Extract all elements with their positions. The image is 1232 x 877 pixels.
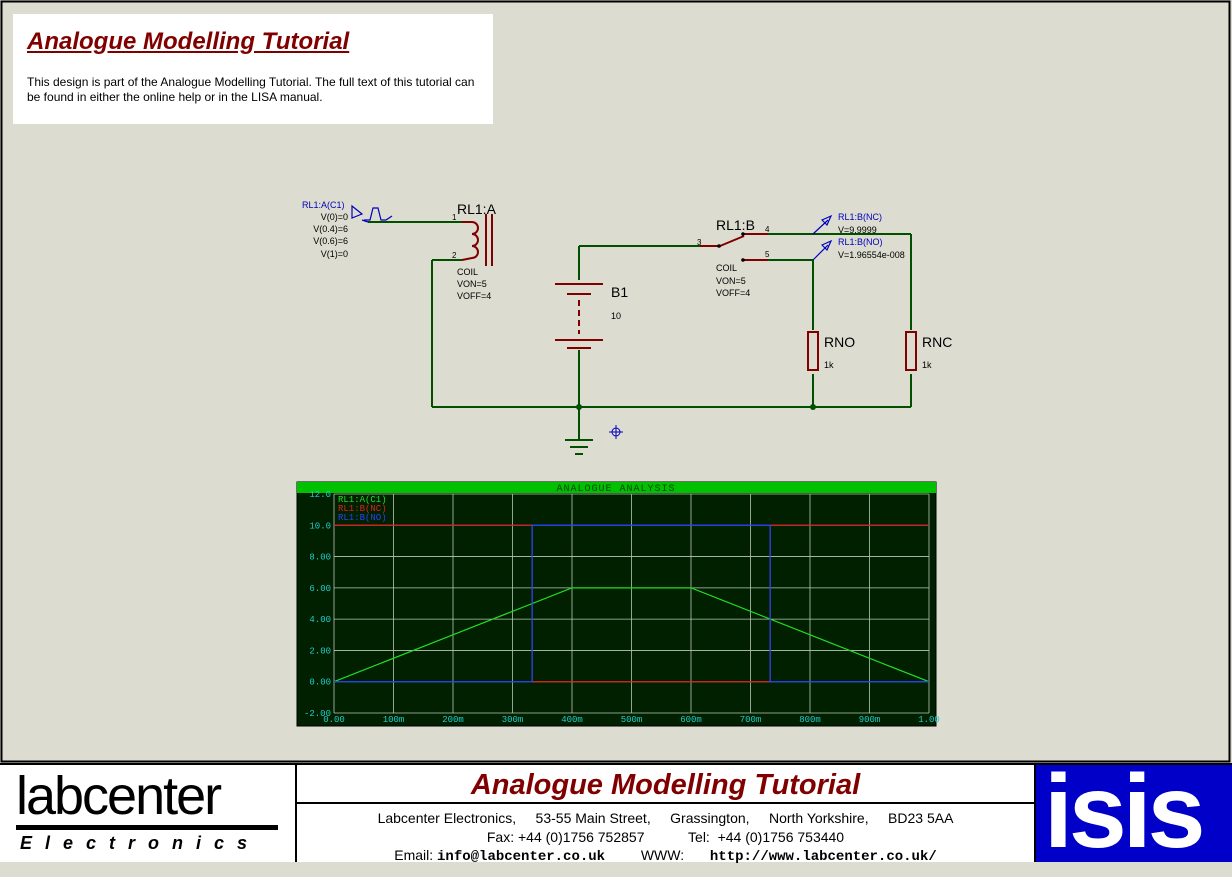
address-text: Labcenter Electronics, 53-55 Main Street… bbox=[377, 810, 954, 826]
resistor-rno[interactable] bbox=[807, 331, 819, 371]
company-address: Labcenter Electronics, 53-55 Main Street… bbox=[297, 810, 1034, 826]
coil-param: COIL bbox=[457, 267, 478, 277]
tutorial-note: Analogue Modelling Tutorial This design … bbox=[13, 14, 493, 124]
isis-logo-word: isis bbox=[1044, 754, 1205, 870]
switch-param: VOFF=4 bbox=[716, 288, 750, 298]
series-line bbox=[334, 524, 929, 683]
logo-bar bbox=[16, 825, 278, 830]
email-label: Email: bbox=[394, 847, 434, 863]
note-body: This design is part of the Analogue Mode… bbox=[27, 75, 475, 104]
generator-symbol[interactable] bbox=[351, 204, 393, 223]
analogue-analysis-graph[interactable]: ANALOGUE ANALYSIS 0.00 100m 200m 300m 400m 50… bbox=[296, 481, 940, 727]
x-tick-label: 300m bbox=[502, 715, 524, 725]
relay-switch-symbol[interactable] bbox=[700, 233, 768, 261]
company-phone: Fax: +44 (0)1756 752857 Tel: +44 (0)1756… bbox=[297, 829, 1034, 845]
labcenter-logo: labcenter Electronics bbox=[0, 765, 297, 862]
x-tick-label: 400m bbox=[561, 715, 583, 725]
y-tick-label: 10.0 bbox=[309, 521, 331, 531]
x-tick-label: 200m bbox=[442, 715, 464, 725]
switch-pin-4: 4 bbox=[765, 225, 770, 234]
ground-symbol bbox=[565, 439, 593, 455]
x-tick-label: 800m bbox=[799, 715, 821, 725]
y-tick-label: 12.0 bbox=[309, 490, 331, 500]
y-tick-label: 8.00 bbox=[309, 553, 331, 563]
generator-param: V(1)=0 bbox=[321, 249, 348, 259]
y-tick-label: -2.00 bbox=[304, 709, 331, 719]
title-block: labcenter Electronics Analogue Modelling… bbox=[0, 754, 1232, 870]
generator-param: V(0.4)=6 bbox=[313, 224, 348, 234]
x-tick-label: 100m bbox=[383, 715, 405, 725]
fax-text: Fax: +44 (0)1756 752857 bbox=[486, 829, 645, 845]
battery-value: 10 bbox=[611, 311, 621, 321]
graph-background bbox=[296, 481, 937, 727]
legend-entry: RL1:A(C1) bbox=[338, 495, 387, 505]
x-tick-label: 1.00 bbox=[918, 715, 940, 725]
rno-ref: RNO bbox=[824, 334, 855, 350]
y-tick-label: 0.00 bbox=[309, 678, 331, 688]
junction-dot bbox=[810, 404, 816, 410]
isis-logo: isis bbox=[1034, 754, 1232, 870]
divider bbox=[297, 802, 1034, 804]
battery-ref: B1 bbox=[611, 284, 628, 300]
voltage-probe-icon[interactable] bbox=[812, 239, 833, 261]
switch-param: COIL bbox=[716, 263, 737, 273]
switch-pin-5: 5 bbox=[765, 250, 770, 259]
y-tick-label: 2.00 bbox=[309, 646, 331, 656]
title-block-main: Analogue Modelling Tutorial Labcenter El… bbox=[297, 765, 1034, 865]
labcenter-logo-word: labcenter bbox=[16, 766, 222, 826]
company-web: Email: info@labcenter.co.uk WWW: http://… bbox=[297, 847, 1034, 865]
graph-header bbox=[297, 482, 936, 493]
probe-nc-value: V=9.9999 bbox=[838, 225, 877, 235]
www-label: WWW: bbox=[640, 847, 685, 863]
switch-contact bbox=[741, 232, 745, 236]
x-tick-label: 600m bbox=[680, 715, 702, 725]
series-line bbox=[333, 587, 930, 683]
y-tick-label: 6.00 bbox=[309, 584, 331, 594]
wires bbox=[368, 221, 912, 440]
resistor-rnc[interactable] bbox=[905, 331, 917, 371]
series-line bbox=[334, 524, 929, 683]
crosshair-icon bbox=[609, 425, 623, 439]
schematic-canvas: RL1:A(C1) V(0)=0 V(0.4)=6 V(0.6)=6 V(1)=… bbox=[0, 0, 1231, 763]
battery-symbol[interactable] bbox=[555, 283, 603, 349]
coil-param: VON=5 bbox=[457, 279, 487, 289]
relay-switch-ref: RL1:B bbox=[716, 217, 755, 233]
generator-param: V(0)=0 bbox=[321, 212, 348, 222]
x-tick-label: 500m bbox=[621, 715, 643, 725]
labcenter-logo-sub: Electronics bbox=[20, 833, 261, 853]
note-title: Analogue Modelling Tutorial bbox=[27, 28, 350, 55]
probe-no-value: V=1.96554e-008 bbox=[838, 250, 905, 260]
email-link[interactable]: info@labcenter.co.uk bbox=[437, 849, 606, 865]
generator-param: V(0.6)=6 bbox=[313, 236, 348, 246]
switch-contact bbox=[717, 244, 721, 248]
relay-coil-symbol[interactable] bbox=[461, 214, 493, 266]
coil-pin-2: 2 bbox=[452, 251, 457, 260]
sheet-border bbox=[0, 0, 1231, 763]
probe-nc-name: RL1:B(NC) bbox=[838, 212, 882, 222]
probe-no-name: RL1:B(NO) bbox=[838, 237, 883, 247]
coil-param: VOFF=4 bbox=[457, 291, 491, 301]
switch-param: VON=5 bbox=[716, 276, 746, 286]
switch-pin-3: 3 bbox=[697, 238, 702, 247]
www-link[interactable]: http://www.labcenter.co.uk/ bbox=[709, 849, 937, 865]
y-tick-label: 4.00 bbox=[309, 615, 331, 625]
legend-entry: RL1:B(NO) bbox=[338, 513, 387, 523]
rnc-ref: RNC bbox=[922, 334, 952, 350]
tel-text: Tel: +44 (0)1756 753440 bbox=[688, 829, 845, 845]
switch-contact bbox=[741, 258, 745, 262]
generator-name: RL1:A(C1) bbox=[302, 200, 345, 210]
junction-dot bbox=[576, 404, 582, 410]
rnc-value: 1k bbox=[922, 360, 932, 370]
x-tick-label: 900m bbox=[859, 715, 881, 725]
coil-pin-1: 1 bbox=[452, 213, 457, 222]
relay-coil-ref: RL1:A bbox=[457, 201, 497, 217]
x-tick-label: 0.00 bbox=[323, 715, 345, 725]
title-block-title: Analogue Modelling Tutorial bbox=[470, 769, 861, 801]
x-tick-label: 700m bbox=[740, 715, 762, 725]
legend-entry: RL1:B(NC) bbox=[338, 504, 387, 514]
graph-title: ANALOGUE ANALYSIS bbox=[556, 484, 675, 495]
voltage-probe-icon[interactable] bbox=[812, 214, 833, 235]
rno-value: 1k bbox=[824, 360, 834, 370]
